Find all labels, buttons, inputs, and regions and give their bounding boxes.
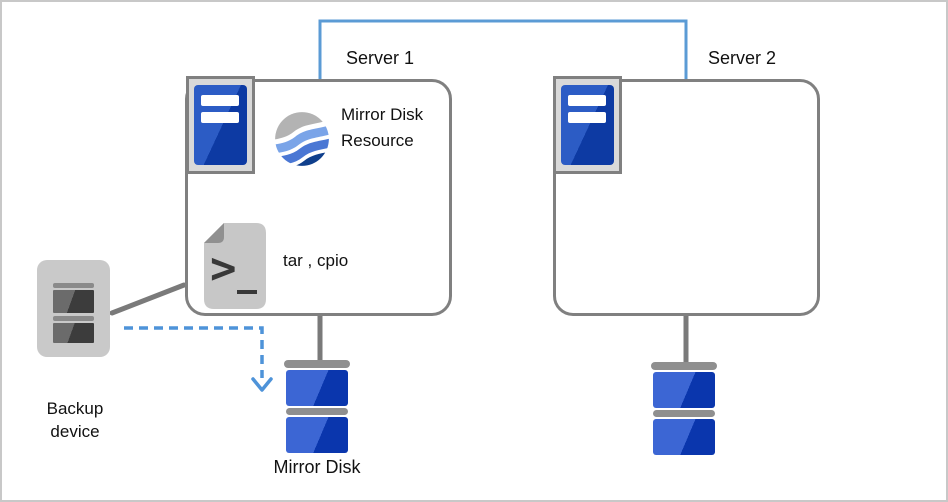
tape-cartridge [53, 290, 94, 313]
backup-to-server1-line [109, 282, 187, 316]
server-slot-decoration [568, 95, 606, 106]
disk-cap [651, 362, 717, 370]
server-slot-decoration [568, 112, 606, 123]
backup-tools-label: tar , cpio [283, 251, 349, 270]
server1-icon-frame [186, 76, 255, 174]
disk-divider [286, 408, 348, 415]
server-tower-icon [561, 85, 614, 165]
mirror-disk-resource-globe-icon [275, 112, 329, 166]
mirror-disk-resource-label: Mirror Disk Resource [341, 105, 424, 150]
mirror-disk-stack-icon [651, 362, 717, 455]
tape-slots [53, 283, 94, 346]
disk-platter [286, 417, 348, 453]
disk-platter [653, 419, 715, 455]
disk-platter [286, 370, 348, 406]
tape-backup-device-icon [37, 260, 110, 357]
server-slot-decoration [201, 95, 239, 106]
mirror-disk-stack-icon [284, 360, 350, 453]
mirror-disk-label: Mirror Disk [273, 457, 361, 477]
disk-platter [653, 372, 715, 408]
server-slot-decoration [201, 112, 239, 123]
backup-to-disk-dashed-line [124, 326, 264, 378]
server2-icon-frame [553, 76, 622, 174]
server-interconnect-line [318, 19, 688, 79]
shell-script-icon: > [204, 223, 266, 309]
arrow-down-icon [251, 377, 273, 392]
server1-label: Server 1 [346, 48, 415, 68]
backup-device-label: Backup device [46, 399, 104, 441]
server2-label: Server 2 [708, 48, 777, 68]
disk-divider [653, 410, 715, 417]
disk-cap [284, 360, 350, 368]
page-fold-corner [204, 223, 224, 243]
tape-cartridge [53, 323, 94, 343]
tape-slot-bar [53, 316, 94, 321]
tape-slot-bar [53, 283, 94, 288]
server-tower-icon [194, 85, 247, 165]
page-shape [204, 223, 266, 309]
prompt-gt-glyph: > [210, 243, 237, 294]
globe-band-light-blue [275, 117, 329, 161]
